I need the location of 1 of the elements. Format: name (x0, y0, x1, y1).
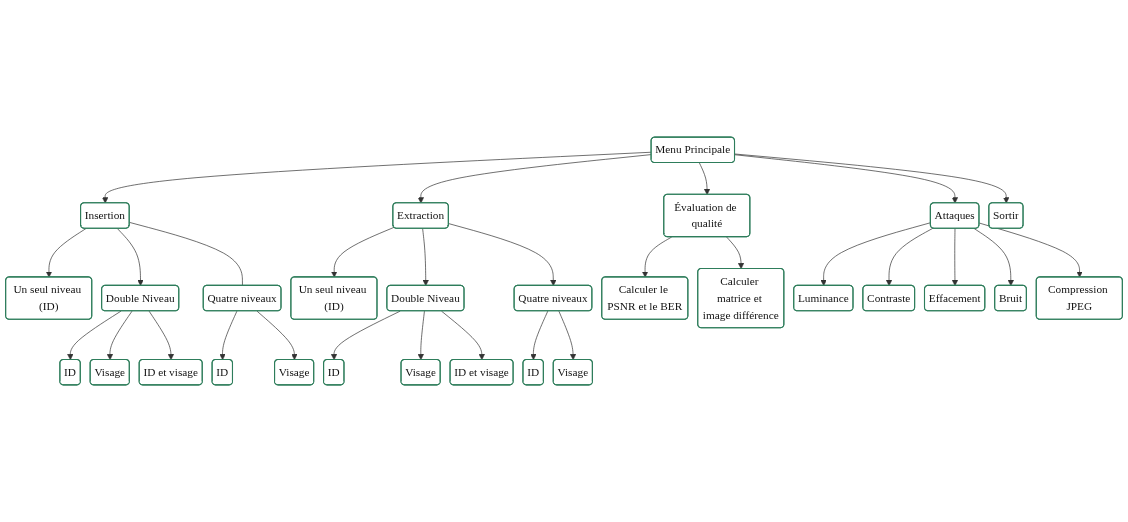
connector (129, 222, 243, 287)
